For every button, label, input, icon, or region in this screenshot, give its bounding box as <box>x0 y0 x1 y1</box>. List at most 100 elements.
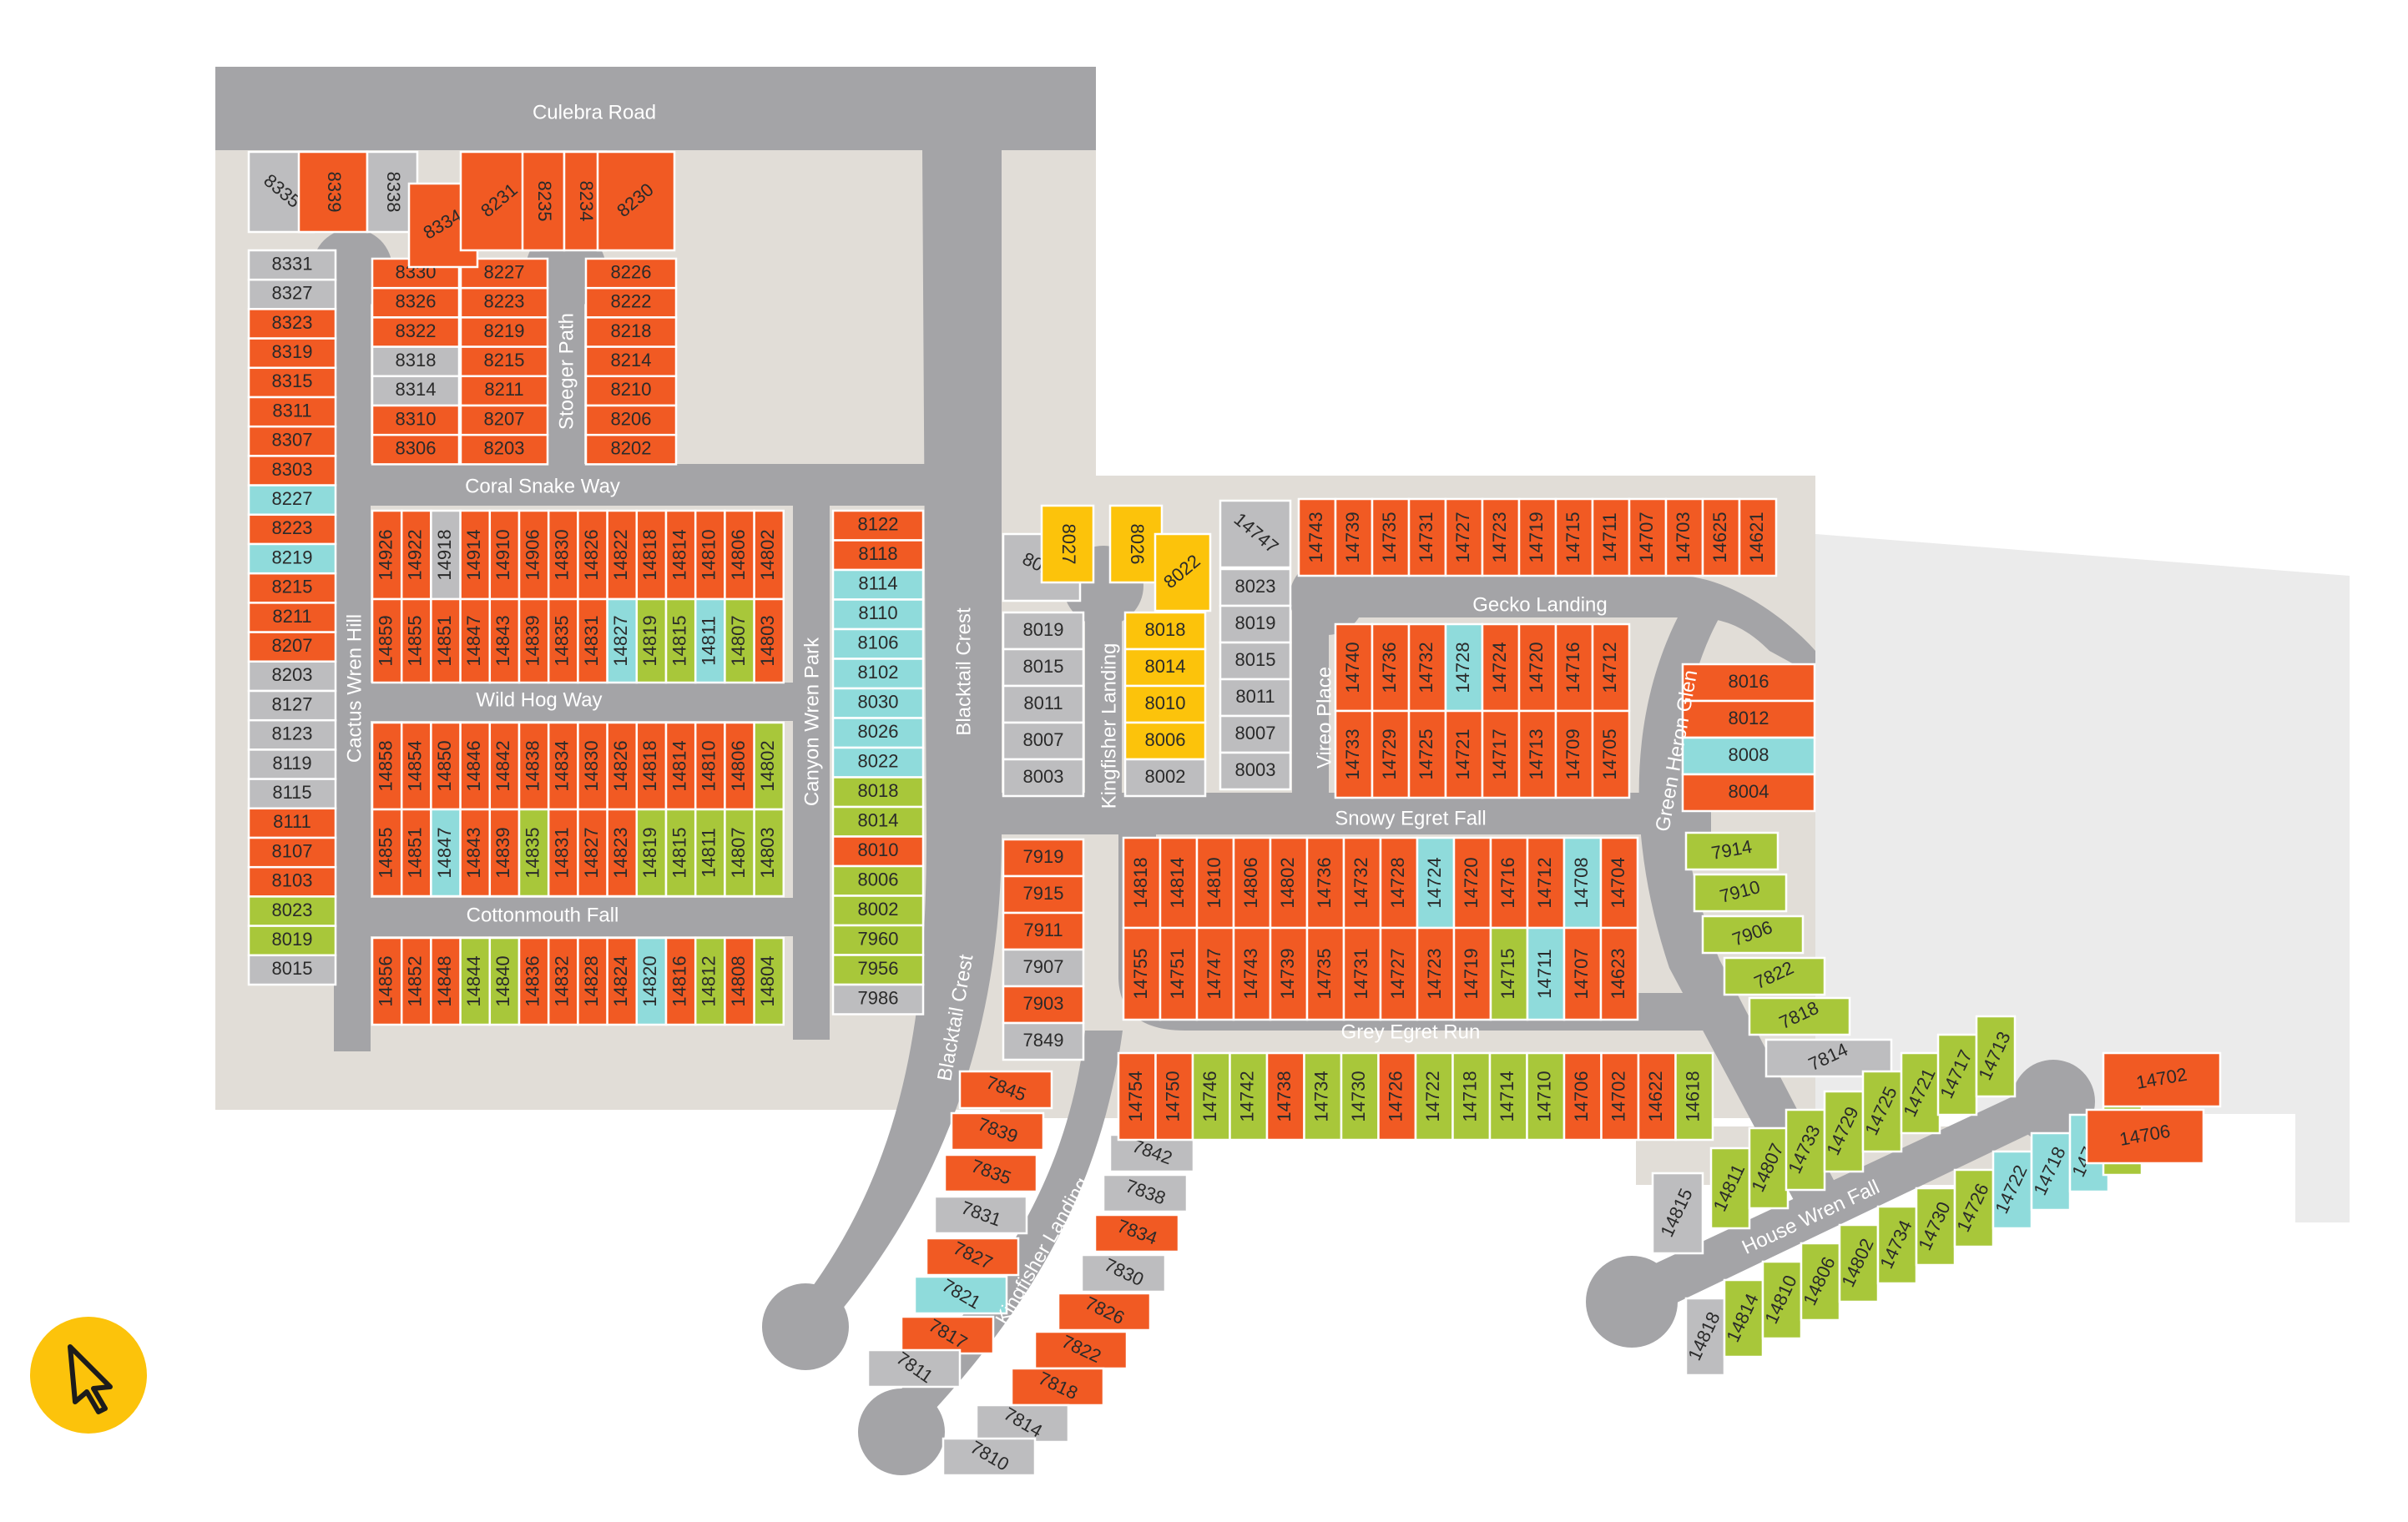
lot-parcel[interactable] <box>584 433 678 466</box>
lot-8119[interactable]: 8119 <box>247 748 337 780</box>
lot-14717[interactable]: 14717 <box>1936 1033 1978 1116</box>
lot-14910[interactable]: 14910 <box>488 509 521 601</box>
lot-8223[interactable]: 8223 <box>247 513 337 546</box>
lot-14832[interactable]: 14832 <box>547 936 579 1026</box>
lot-parcel[interactable] <box>1709 1147 1751 1230</box>
lot-14815[interactable]: 14815 <box>664 808 697 898</box>
lot-parcel[interactable] <box>247 778 337 810</box>
lot-14855[interactable]: 14855 <box>400 597 432 684</box>
lot-parcel[interactable] <box>247 631 337 663</box>
lot-8110[interactable]: 8110 <box>831 598 925 631</box>
lot-parcel[interactable] <box>488 936 521 1026</box>
lot-7911[interactable]: 7911 <box>1002 911 1085 951</box>
lot-parcel[interactable] <box>724 509 755 601</box>
lot-14838[interactable]: 14838 <box>517 721 550 811</box>
lot-8019[interactable]: 8019 <box>1219 604 1292 644</box>
lot-parcel[interactable] <box>459 433 549 466</box>
lot-8214[interactable]: 8214 <box>584 345 678 378</box>
lot-parcel[interactable] <box>1481 709 1521 799</box>
lot-14828[interactable]: 14828 <box>577 936 608 1026</box>
lot-parcel[interactable] <box>1219 751 1292 791</box>
lot-parcel[interactable] <box>694 936 726 1026</box>
lot-14702[interactable]: 14702 <box>2102 1051 2222 1108</box>
lot-7906[interactable]: 7906 <box>1701 915 1805 955</box>
lot-parcel[interactable] <box>1701 915 1805 955</box>
lot-parcel[interactable] <box>371 375 461 407</box>
lot-8210[interactable]: 8210 <box>584 375 678 407</box>
lot-parcel[interactable] <box>635 597 668 684</box>
lot-8019[interactable]: 8019 <box>247 925 337 957</box>
lot-parcel[interactable] <box>831 776 925 809</box>
lot-parcel[interactable] <box>247 895 337 927</box>
lot-8211[interactable]: 8211 <box>459 375 549 407</box>
lot-14815[interactable]: 14815 <box>664 597 697 684</box>
lot-14810[interactable]: 14810 <box>1195 836 1235 930</box>
lot-parcel[interactable] <box>1748 996 1851 1036</box>
lot-7839[interactable]: 7839 <box>950 1111 1045 1152</box>
lot-14846[interactable]: 14846 <box>459 721 492 811</box>
lot-parcel[interactable] <box>975 1404 1070 1444</box>
lot-14712[interactable]: 14712 <box>1526 836 1566 930</box>
lot-8314[interactable]: 8314 <box>371 375 461 407</box>
lot-14818[interactable]: 14818 <box>635 721 668 811</box>
lot-8227[interactable]: 8227 <box>247 484 337 517</box>
lot-parcel[interactable] <box>1444 622 1484 713</box>
lot-7817[interactable]: 7817 <box>900 1314 995 1355</box>
lot-14713[interactable]: 14713 <box>1517 709 1557 799</box>
lot-8202[interactable]: 8202 <box>584 433 678 466</box>
lot-14807[interactable]: 14807 <box>1747 1126 1790 1210</box>
lot-14707[interactable]: 14707 <box>1628 497 1668 577</box>
lot-14706[interactable]: 14706 <box>2085 1108 2205 1165</box>
lot-14811[interactable]: 14811 <box>1709 1147 1751 1230</box>
lot-14718[interactable]: 14718 <box>2029 1131 2072 1212</box>
lot-14713[interactable]: 14713 <box>1974 1015 2017 1098</box>
lot-parcel[interactable] <box>831 746 925 779</box>
lot-parcel[interactable] <box>1219 604 1292 644</box>
lot-7834[interactable]: 7834 <box>1093 1213 1180 1253</box>
lot-14836[interactable]: 14836 <box>517 936 550 1026</box>
lot-parcel[interactable] <box>517 597 550 684</box>
lot-parcel[interactable] <box>1591 709 1631 799</box>
lot-parcel[interactable] <box>1002 758 1085 798</box>
lot-parcel[interactable] <box>1876 1205 1918 1285</box>
lot-14726[interactable]: 14726 <box>1952 1168 1995 1248</box>
lot-parcel[interactable] <box>1599 926 1639 1021</box>
lot-8006[interactable]: 8006 <box>1123 721 1207 761</box>
lot-8019[interactable]: 8019 <box>1002 611 1085 651</box>
lot-parcel[interactable] <box>247 396 337 428</box>
lot-8026[interactable]: 8026 <box>831 717 925 749</box>
lot-parcel[interactable] <box>1562 1051 1603 1142</box>
lot-parcel[interactable] <box>1002 611 1085 651</box>
lot-14843[interactable]: 14843 <box>459 808 492 898</box>
lot-7919[interactable]: 7919 <box>1002 838 1085 878</box>
lot-8323[interactable]: 8323 <box>247 308 337 340</box>
lot-14731[interactable]: 14731 <box>1407 497 1447 577</box>
lot-8211[interactable]: 8211 <box>247 602 337 633</box>
lot-7914[interactable]: 7914 <box>1684 831 1779 871</box>
lot-7818[interactable]: 7818 <box>1010 1367 1105 1407</box>
lot-8122[interactable]: 8122 <box>831 509 925 542</box>
lot-14804[interactable]: 14804 <box>753 936 785 1026</box>
lot-14751[interactable]: 14751 <box>1159 926 1199 1021</box>
lot-parcel[interactable] <box>1975 1015 2017 1098</box>
lot-parcel[interactable] <box>430 936 462 1026</box>
lot-parcel[interactable] <box>1674 1051 1714 1142</box>
lot-parcel[interactable] <box>1748 1126 1790 1210</box>
lot-8223[interactable]: 8223 <box>459 286 549 319</box>
lot-parcel[interactable] <box>247 366 337 399</box>
lot-7814[interactable]: 7814 <box>975 1403 1070 1444</box>
lot-parcel[interactable] <box>694 597 726 684</box>
lot-14707[interactable]: 14707 <box>1562 926 1603 1021</box>
lot-14843[interactable]: 14843 <box>488 597 521 684</box>
lot-parcel[interactable] <box>1416 926 1456 1021</box>
lot-parcel[interactable] <box>753 808 785 898</box>
lot-14712[interactable]: 14712 <box>1591 622 1631 713</box>
lot-parcel[interactable] <box>1681 663 1816 703</box>
lot-parcel[interactable] <box>596 150 676 252</box>
lot-14827[interactable]: 14827 <box>606 597 639 684</box>
lot-parcel[interactable] <box>547 597 579 684</box>
lot-8006[interactable]: 8006 <box>831 864 925 897</box>
lot-parcel[interactable] <box>1407 497 1447 577</box>
lot-14819[interactable]: 14819 <box>635 808 668 898</box>
